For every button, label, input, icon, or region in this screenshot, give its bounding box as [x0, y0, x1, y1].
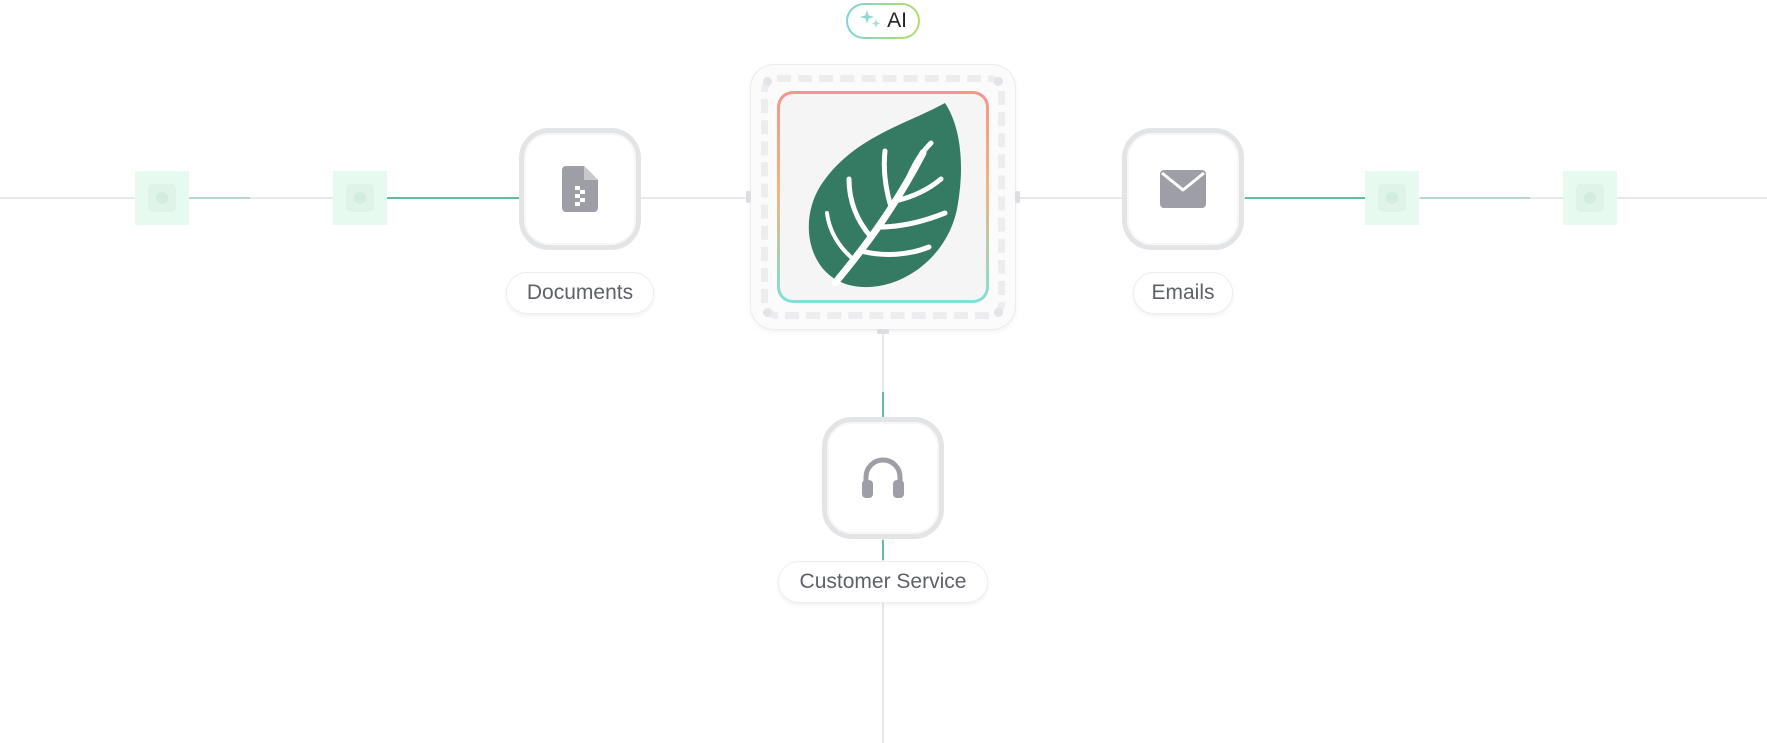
customer-service-node[interactable]: [822, 417, 944, 539]
leaf-logo-icon: [795, 97, 971, 298]
chip-screw: [994, 308, 1003, 317]
flow-accent-vertical-1: [882, 392, 884, 418]
flow-accent-vertical-2: [882, 540, 884, 560]
chip-screw: [763, 77, 772, 86]
emails-node[interactable]: [1122, 128, 1244, 250]
document-zip-icon: [562, 166, 598, 212]
documents-node[interactable]: [519, 128, 641, 250]
headphones-icon: [861, 457, 905, 499]
chip-pin-ring: [761, 75, 1005, 319]
flow-accent-right-1: [1245, 197, 1365, 199]
chip-screw: [994, 77, 1003, 86]
envelope-icon: [1160, 170, 1206, 208]
flow-accent-left-2: [360, 197, 520, 199]
chip-connector-left: [746, 191, 751, 203]
logo-frame: [777, 91, 989, 303]
central-processor-chip: [750, 64, 1016, 330]
emails-label: Emails: [1133, 272, 1233, 314]
chip-connector-right: [1015, 191, 1020, 203]
sparkle-icon: [859, 7, 883, 36]
flow-accent-left-1: [140, 197, 250, 199]
customer-service-label: Customer Service: [778, 561, 988, 603]
flow-accent-right-2: [1420, 197, 1530, 199]
flow-node-left-outer: [135, 171, 189, 225]
ai-badge-label: AI: [887, 9, 907, 32]
flow-node-left-inner: [333, 171, 387, 225]
chip-connector-bottom: [877, 329, 889, 334]
ai-badge: AI: [846, 3, 920, 39]
chip-screw: [763, 308, 772, 317]
flow-node-right-inner: [1365, 171, 1419, 225]
documents-label: Documents: [506, 272, 654, 314]
flow-node-right-outer: [1563, 171, 1617, 225]
